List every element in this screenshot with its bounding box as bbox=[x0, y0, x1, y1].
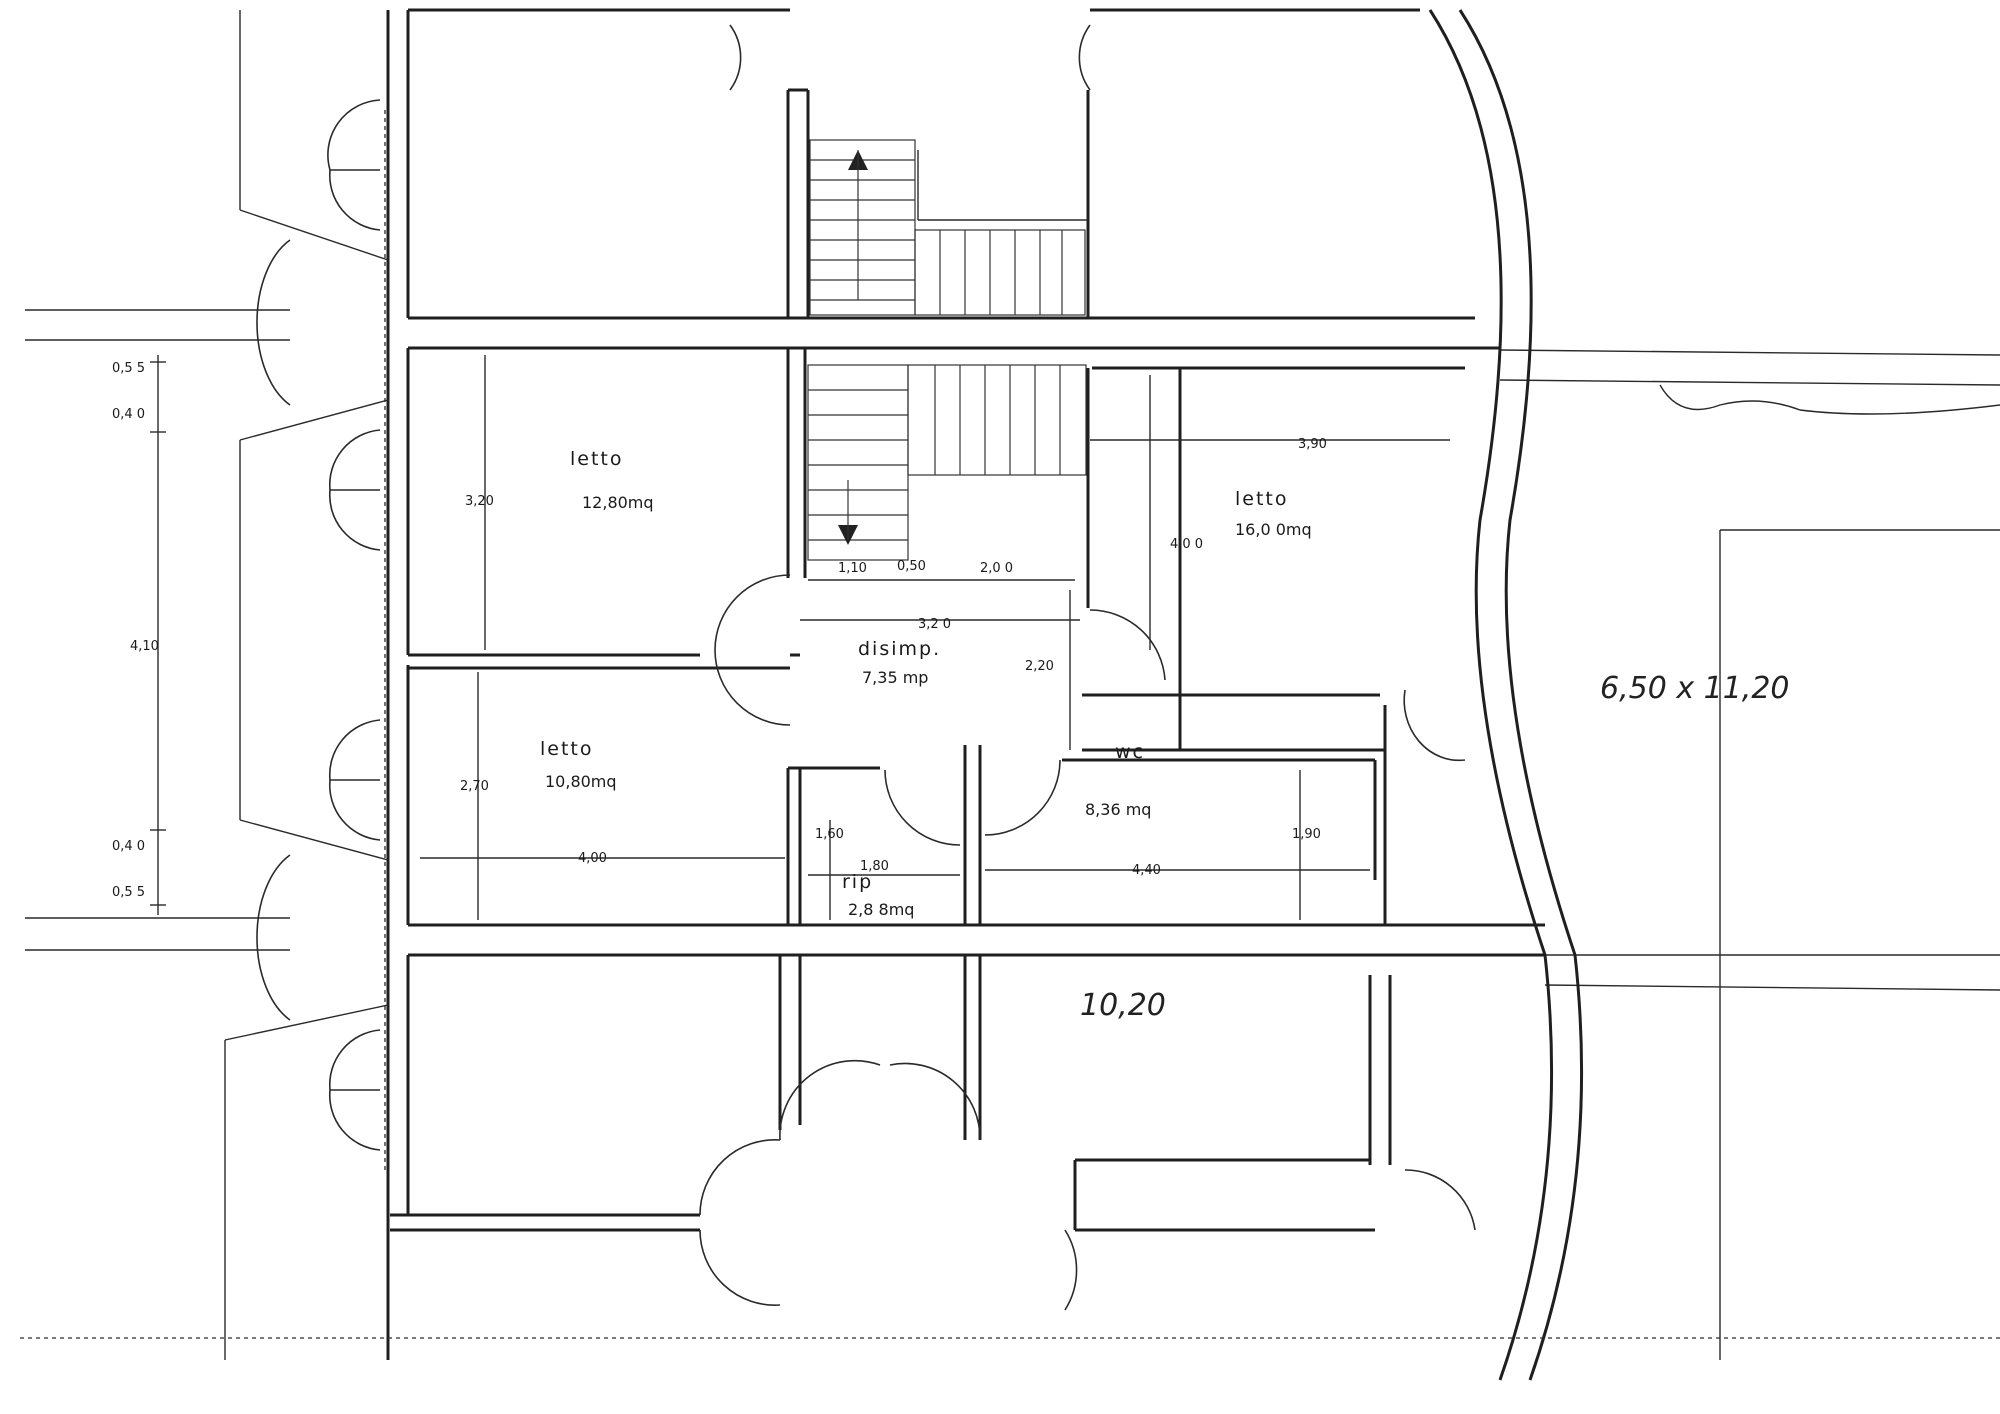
dimension-lines bbox=[150, 355, 1450, 920]
dim-bed2-width: 4,00 bbox=[578, 851, 607, 866]
dim-left-top2: 0,4 0 bbox=[112, 407, 145, 422]
room-bathroom: wc 8,36 mq bbox=[1085, 741, 1151, 819]
dim-hall-width: 3,2 0 bbox=[918, 617, 951, 632]
dim-bath-height: 1,90 bbox=[1292, 827, 1321, 842]
room-bedroom-3: letto 16,0 0mq bbox=[1235, 488, 1312, 539]
dim-store-height: 1,60 bbox=[815, 827, 844, 842]
stairs bbox=[807, 139, 1087, 561]
room-name: letto bbox=[540, 738, 594, 760]
dim-bed3-width: 3,90 bbox=[1298, 437, 1327, 452]
room-storage: rip 2,8 8mq bbox=[842, 871, 914, 919]
left-dimension-labels: 0,5 5 0,4 0 4,10 0,4 0 0,5 5 bbox=[112, 361, 159, 900]
room-name: rip bbox=[842, 871, 873, 893]
dim-hall-top-b: 0,50 bbox=[897, 559, 926, 574]
room-bedroom-2: letto 10,80mq bbox=[540, 738, 617, 791]
dimension-labels: 3,20 2,70 4,00 3,90 4,0 0 1,10 0,50 2,0 … bbox=[460, 437, 1327, 878]
walls bbox=[20, 8, 2000, 1381]
dim-left-bot2: 0,5 5 bbox=[112, 885, 145, 900]
dim-store-width: 1,80 bbox=[860, 859, 889, 874]
dim-left-bot1: 0,4 0 bbox=[112, 839, 145, 854]
room-name: letto bbox=[570, 448, 624, 470]
room-name: letto bbox=[1235, 488, 1289, 510]
room-bedroom-1: letto 12,80mq bbox=[570, 448, 654, 512]
room-area: 7,35 mp bbox=[862, 668, 928, 687]
room-area: 10,80mq bbox=[545, 772, 617, 791]
dim-bed3-height: 4,0 0 bbox=[1170, 537, 1203, 552]
note-plot-size: 6,50 x 11,20 bbox=[1600, 671, 1790, 706]
dim-hall-height: 2,20 bbox=[1025, 659, 1054, 674]
room-area: 16,0 0mq bbox=[1235, 520, 1312, 539]
dim-bed1-height: 3,20 bbox=[465, 494, 494, 509]
room-area: 2,8 8mq bbox=[848, 900, 914, 919]
dim-bath-width: 4,40 bbox=[1132, 863, 1161, 878]
room-area: 8,36 mq bbox=[1085, 800, 1151, 819]
room-hallway: disimp. 7,35 mp bbox=[858, 638, 941, 687]
room-name: wc bbox=[1115, 741, 1145, 763]
dim-hall-top-c: 2,0 0 bbox=[980, 561, 1013, 576]
dim-bed2-height: 2,70 bbox=[460, 779, 489, 794]
dim-left-mid: 4,10 bbox=[130, 639, 159, 654]
dim-left-top1: 0,5 5 bbox=[112, 361, 145, 376]
doors bbox=[256, 24, 1476, 1311]
handwritten-notes: 6,50 x 11,20 10,20 bbox=[1080, 671, 1790, 1023]
dim-hall-top-a: 1,10 bbox=[838, 561, 867, 576]
room-area: 12,80mq bbox=[582, 493, 654, 512]
room-name: disimp. bbox=[858, 638, 941, 660]
note-width: 10,20 bbox=[1080, 988, 1166, 1023]
